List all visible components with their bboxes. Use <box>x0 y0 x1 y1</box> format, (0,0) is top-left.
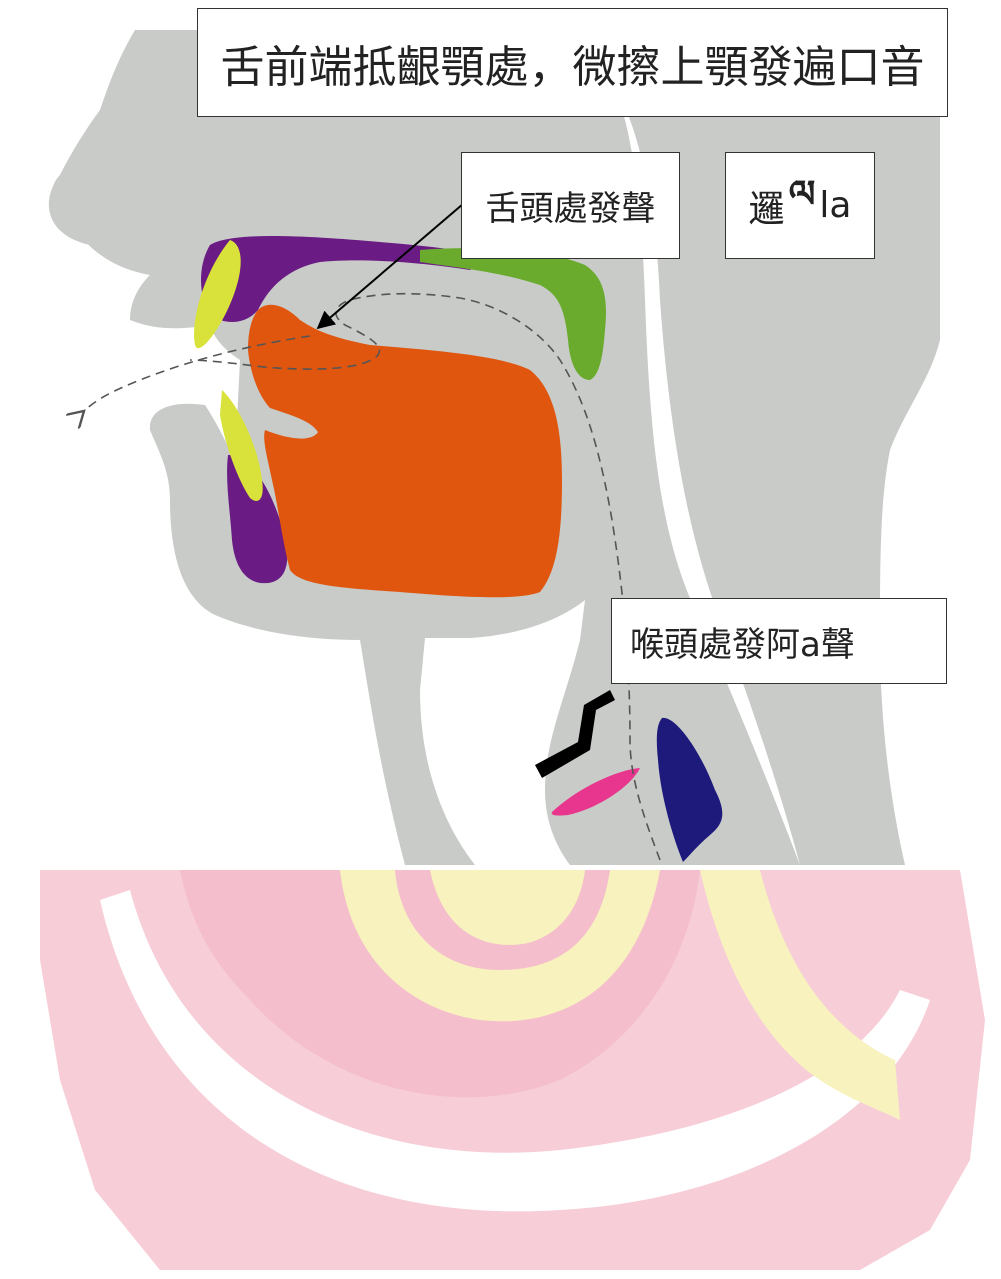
background-watermark <box>0 865 1001 1279</box>
throat-label: 喉頭處發阿a聲 <box>630 617 855 666</box>
title-text: 舌前端抵齦顎處，微擦上顎發遍口音 <box>221 31 925 95</box>
syllable-latin: la <box>819 185 851 226</box>
throat-label-box: 喉頭處發阿a聲 <box>611 598 947 684</box>
tongue-tip-label: 舌頭處發聲 <box>486 181 656 230</box>
title-box: 舌前端抵齦顎處，微擦上顎發遍口音 <box>197 8 948 117</box>
syllable-tibetan: ལ <box>789 152 816 259</box>
tongue-tip-label-box: 舌頭處發聲 <box>461 152 680 259</box>
syllable-char: 邏 <box>749 180 785 232</box>
syllable-box: 邏 ལ la <box>725 152 875 259</box>
